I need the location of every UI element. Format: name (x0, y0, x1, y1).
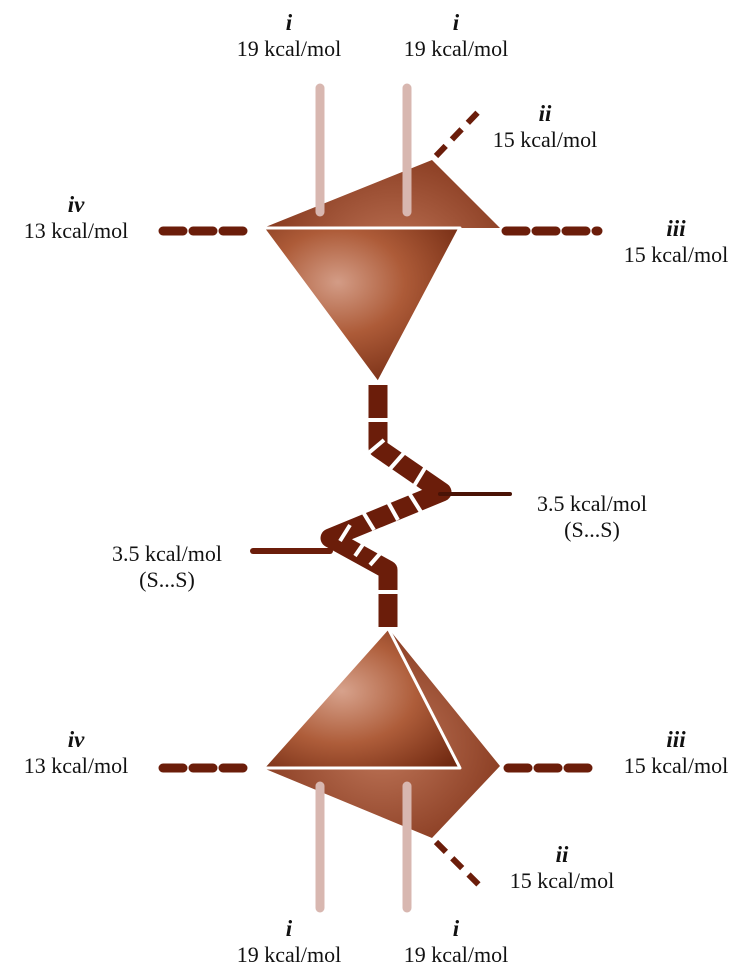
bottom-label-iii-roman: iii (666, 727, 686, 752)
bottom-label-i-left-roman: i (285, 916, 293, 941)
top-label-iii-roman: iii (666, 216, 686, 241)
bottom-label-i-left-energy: 19 kcal/mol (236, 942, 342, 967)
middle-label-left: 3.5 kcal/mol (S...S) (112, 541, 222, 593)
top-label-iv: iv 13 kcal/mol (24, 192, 128, 244)
bottom-tetrahedron (261, 627, 500, 838)
top-tetrahedron-front-face (263, 228, 460, 383)
sulfur-chain-ribbon (320, 385, 452, 627)
top-label-i-right-energy: 19 kcal/mol (403, 36, 509, 61)
top-label-iv-energy: 13 kcal/mol (23, 218, 129, 243)
top-label-iv-roman: iv (67, 192, 85, 217)
bottom-label-iv-energy: 13 kcal/mol (23, 753, 129, 778)
top-label-iii-energy: 15 kcal/mol (623, 242, 729, 267)
bottom-label-iii-energy: 15 kcal/mol (623, 753, 729, 778)
middle-label-left-energy: 3.5 kcal/mol (112, 541, 222, 566)
bottom-bond-ii (433, 839, 487, 893)
top-label-i-right: i 19 kcal/mol (404, 10, 508, 62)
middle-label-right-contact: (S...S) (564, 517, 620, 542)
middle-label-right: 3.5 kcal/mol (S...S) (537, 491, 647, 543)
bottom-label-iii: iii 15 kcal/mol (624, 727, 728, 779)
top-label-i-left-energy: 19 kcal/mol (236, 36, 342, 61)
top-label-ii-energy: 15 kcal/mol (492, 127, 598, 152)
bottom-label-iv-roman: iv (67, 727, 85, 752)
bottom-tetrahedron-front-face (263, 628, 460, 768)
bottom-label-i-right-roman: i (452, 916, 460, 941)
top-tetrahedron-edges (261, 226, 462, 385)
bottom-label-i-left: i 19 kcal/mol (237, 916, 341, 968)
top-label-ii: ii 15 kcal/mol (493, 101, 597, 153)
top-label-i-left-roman: i (285, 10, 293, 35)
top-label-ii-roman: ii (538, 101, 552, 126)
middle-label-right-energy: 3.5 kcal/mol (537, 491, 647, 516)
top-label-i-right-roman: i (452, 10, 460, 35)
top-tetrahedron (261, 160, 500, 385)
top-label-i-left: i 19 kcal/mol (237, 10, 341, 62)
top-bond-ii (433, 105, 485, 159)
bottom-label-iv: iv 13 kcal/mol (24, 727, 128, 779)
top-label-iii: iii 15 kcal/mol (624, 216, 728, 268)
bottom-label-ii-energy: 15 kcal/mol (509, 868, 615, 893)
bottom-label-ii: ii 15 kcal/mol (510, 842, 614, 894)
middle-label-left-contact: (S...S) (139, 567, 195, 592)
bottom-label-i-right-energy: 19 kcal/mol (403, 942, 509, 967)
bottom-tetrahedron-edges (261, 627, 462, 770)
sulfur-chain (250, 385, 512, 627)
bottom-label-ii-roman: ii (555, 842, 569, 867)
bottom-label-i-right: i 19 kcal/mol (404, 916, 508, 968)
